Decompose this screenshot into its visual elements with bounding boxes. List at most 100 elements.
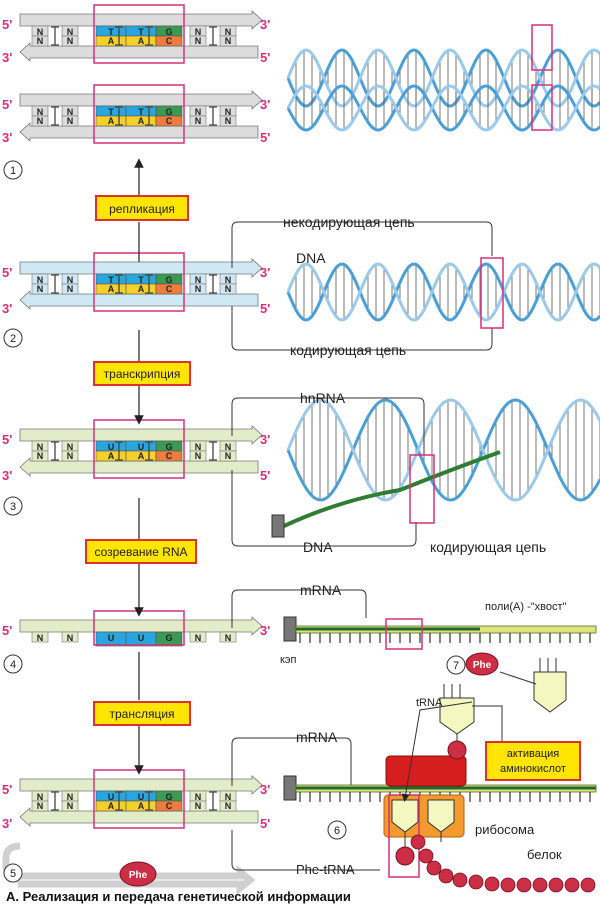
base-letter: G: [165, 27, 172, 37]
base-letter: U: [108, 633, 115, 643]
base-letter: A: [138, 36, 145, 46]
departing-trna: [427, 799, 455, 842]
step-number-3: 3: [3, 496, 23, 516]
step-number-7: 7: [446, 655, 466, 675]
strand-band: [19, 775, 263, 795]
step-number-text: 1: [10, 165, 16, 177]
amino-acid-bead: [452, 872, 468, 888]
strand-band: [19, 457, 259, 477]
step-number-text: 2: [10, 333, 16, 345]
phe-label: Phe: [129, 870, 148, 881]
step-number-2: 2: [3, 328, 23, 348]
base-letter: A: [108, 451, 115, 461]
base-letter: T: [138, 275, 144, 285]
mrna-label: mRNA: [300, 582, 342, 598]
amino-acid-bead: [580, 877, 596, 893]
phe-amino-acid: Phe: [465, 652, 499, 676]
base-letter: N: [195, 801, 202, 811]
bracket-connector: [231, 589, 367, 628]
base-letter: A: [108, 116, 115, 126]
base-letter: T: [108, 107, 114, 117]
phe-label: Phe: [473, 660, 492, 671]
base-letter: C: [166, 116, 173, 126]
base-letter: N: [67, 792, 74, 802]
dna-double-helix: [286, 84, 600, 132]
dna-double-helix: [286, 262, 600, 322]
maturation-label-box: созревание RNA: [85, 539, 197, 564]
strand-band: [19, 616, 263, 636]
bracket-connector: [231, 397, 425, 455]
base-letter: T: [108, 27, 114, 37]
phe-trna: [388, 794, 420, 878]
three-prime-label: 3': [2, 130, 12, 145]
three-prime-label: 3': [260, 432, 270, 447]
dna-label: DNA: [296, 250, 326, 266]
transcription-label: транскрипция: [104, 367, 181, 381]
base-letter: U: [138, 442, 145, 452]
base-letter: G: [165, 275, 172, 285]
base-letter: N: [37, 442, 44, 452]
step-number-5: 5: [3, 863, 23, 883]
five-prime-label: 5': [260, 301, 270, 316]
strand-band: [19, 290, 259, 310]
mrna-cap: [283, 616, 297, 642]
five-prime-label: 5': [2, 623, 12, 638]
three-prime-label: 3': [2, 816, 12, 831]
three-prime-label: 3': [260, 97, 270, 112]
dna-double-helix: [286, 398, 600, 502]
codon-highlight-box: [93, 4, 185, 64]
amino-acid-bead: [418, 848, 434, 864]
phe-bubble-bottom: Phe: [119, 861, 157, 887]
base-letter: N: [195, 633, 202, 643]
activation-label-line2: аминокислот: [500, 763, 566, 775]
base-letter: N: [37, 801, 44, 811]
three-prime-label: 3': [2, 301, 12, 316]
hnrna-cap: [271, 514, 285, 538]
base-letter: A: [108, 284, 115, 294]
base-letter: A: [138, 284, 145, 294]
five-prime-label: 5': [2, 265, 12, 280]
strand-band: [19, 258, 263, 278]
strand-band: [19, 807, 259, 827]
base-letter: N: [37, 633, 44, 643]
three-prime-label: 3': [260, 17, 270, 32]
step-number-text: 6: [334, 825, 340, 837]
base-letter: N: [225, 633, 232, 643]
hnrna-label: hnRNA: [300, 390, 346, 406]
base-letter: N: [67, 116, 74, 126]
ribosome-label: рибосома: [475, 822, 535, 837]
base-letter: N: [195, 107, 202, 117]
base-letter: U: [138, 633, 145, 643]
helix-highlight-box: [480, 257, 504, 329]
aminoacid-activation: Phe активация аминокислот: [401, 652, 581, 802]
base-letter: U: [138, 792, 145, 802]
five-prime-label: 5': [260, 816, 270, 831]
helix-highlight-box: [531, 84, 553, 131]
bracket-connector: [231, 470, 417, 547]
base-letter: N: [37, 116, 44, 126]
base-letter: N: [67, 442, 74, 452]
three-prime-label: 3': [260, 782, 270, 797]
three-prime-label: 3': [260, 265, 270, 280]
base-letter: G: [165, 633, 172, 643]
base-letter: N: [225, 801, 232, 811]
cap-label: кэп: [280, 654, 297, 666]
base-letter: U: [108, 792, 115, 802]
five-prime-label: 5': [2, 432, 12, 447]
mrna-label: mRNA: [296, 729, 338, 745]
figure-caption: A. Реализация и передача генетической ин…: [6, 889, 351, 904]
bracket-connector: [231, 221, 493, 268]
amino-acid-bead: [532, 877, 548, 893]
strand-band: [19, 122, 259, 142]
translation-machinery: [283, 755, 597, 893]
base-letter: N: [67, 275, 74, 285]
amino-acid-bead: [468, 874, 484, 890]
activation-label-line1: активация: [507, 748, 560, 760]
base-letter: N: [195, 442, 202, 452]
base-letter: T: [108, 275, 114, 285]
base-letter: N: [225, 116, 232, 126]
